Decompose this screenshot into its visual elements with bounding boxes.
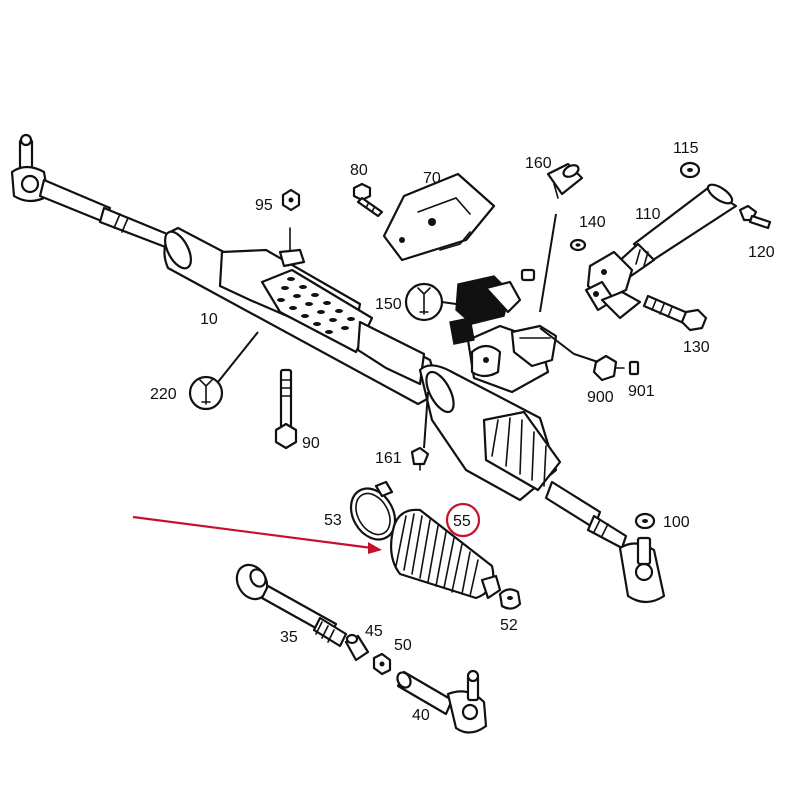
callout-35: 35 xyxy=(280,629,298,646)
callout-160: 160 xyxy=(525,155,552,172)
callout-53: 53 xyxy=(324,512,342,529)
wrench-icon-220 xyxy=(188,375,224,411)
right-tie-rod-end xyxy=(544,480,666,604)
callout-900: 900 xyxy=(587,389,614,406)
highlight-circle-55 xyxy=(445,502,481,538)
outer-tie-rod-end-40 xyxy=(396,669,488,734)
nut-100 xyxy=(634,512,656,530)
leader-161 xyxy=(423,391,429,449)
clamp-ring-53 xyxy=(349,480,397,541)
nut-95 xyxy=(281,188,301,212)
bolt-161 xyxy=(410,446,430,471)
connector-900 xyxy=(592,354,625,382)
callout-80: 80 xyxy=(350,162,368,179)
callout-110: 110 xyxy=(635,206,661,223)
callout-10: 10 xyxy=(200,311,218,328)
callout-115: 115 xyxy=(673,140,699,157)
leader-150 xyxy=(441,301,457,305)
sensor-150 xyxy=(449,268,536,345)
callout-100: 100 xyxy=(663,514,690,531)
pin-901 xyxy=(628,360,640,376)
bolt-90 xyxy=(274,368,298,450)
wrench-icon-150 xyxy=(404,282,444,322)
callout-labels: 10 35 40 45 50 52 53 55 70 80 90 95 100 … xyxy=(150,140,775,724)
callout-150: 150 xyxy=(375,296,402,313)
leader-160 xyxy=(539,213,557,313)
callout-45: 45 xyxy=(365,623,383,640)
callout-70: 70 xyxy=(423,170,441,187)
sleeve-45 xyxy=(344,633,370,662)
leader-900 xyxy=(539,327,599,363)
callout-901: 901 xyxy=(628,383,655,400)
highlight-arrow xyxy=(132,515,382,554)
nut-50 xyxy=(372,652,392,676)
callout-220: 220 xyxy=(150,386,177,403)
boot-55 xyxy=(389,508,502,600)
leader-220 xyxy=(217,331,259,383)
nut-115 xyxy=(679,161,701,179)
bolt-120 xyxy=(738,204,772,230)
callout-52: 52 xyxy=(500,617,518,634)
callout-130: 130 xyxy=(683,339,710,356)
callout-90: 90 xyxy=(302,435,320,452)
callout-50: 50 xyxy=(394,637,412,654)
callout-95: 95 xyxy=(255,197,273,214)
sleeve-perforations xyxy=(277,277,355,334)
bolt-80 xyxy=(352,182,384,218)
steering-shaft-110 xyxy=(584,183,738,320)
callout-120: 120 xyxy=(748,244,775,261)
inner-tie-rod-35 xyxy=(235,563,348,648)
small-clamp-52 xyxy=(498,588,522,610)
callout-55: 55 xyxy=(453,513,471,530)
bushing-160 xyxy=(546,162,584,199)
callout-40: 40 xyxy=(412,707,430,724)
left-tie-rod-end xyxy=(10,133,174,250)
bolt-130 xyxy=(642,294,708,332)
callout-140: 140 xyxy=(579,214,606,231)
washer-140 xyxy=(569,238,587,252)
bracket-70 xyxy=(382,172,496,262)
steering-rack-housing xyxy=(163,226,562,502)
callout-161: 161 xyxy=(375,450,402,467)
